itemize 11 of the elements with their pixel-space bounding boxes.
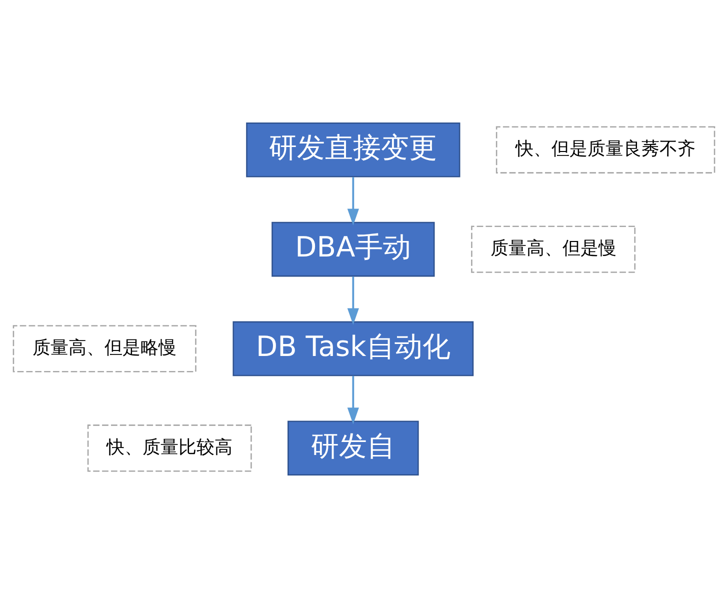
node-box: DB Task自动化 (232, 321, 474, 376)
arrow (347, 177, 359, 226)
node-box: 快、但是质量良莠不齐 (496, 126, 716, 174)
node-box: 研发自 (288, 420, 419, 476)
node-box: 研发直接变更 (246, 122, 460, 178)
node-box: DBA手动 (272, 222, 435, 277)
arrow (347, 276, 359, 325)
node-box: 快、质量比较高 (87, 424, 252, 472)
arrow (347, 376, 359, 424)
node-box: 质量高、但是略慢 (12, 325, 196, 372)
node-box: 质量高、但是慢 (471, 226, 636, 273)
